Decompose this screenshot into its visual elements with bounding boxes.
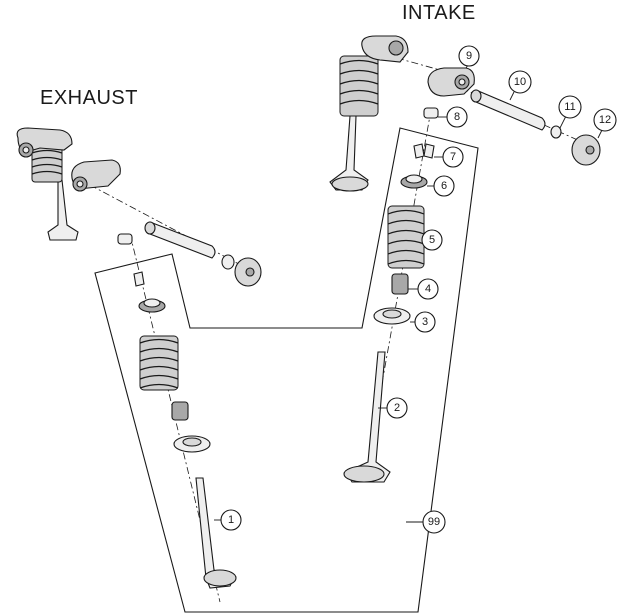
callout-11: 11 [558, 95, 582, 129]
exhaust-assembled-rocker-group [16, 127, 79, 241]
valve-kit-outline [94, 127, 479, 613]
svg-text:3: 3 [422, 316, 428, 328]
svg-text:9: 9 [466, 50, 472, 62]
svg-text:99: 99 [428, 516, 440, 528]
callout-8: 8 [438, 106, 468, 128]
svg-text:10: 10 [514, 76, 526, 88]
intake-valve-parts [343, 107, 439, 483]
callout-6: 6 [427, 175, 455, 197]
intake-rocker-arm [427, 67, 475, 97]
intake-rocker-shaft [470, 89, 601, 166]
exhaust-rocker-arm [71, 159, 121, 192]
callout-99: 99 [406, 510, 446, 534]
svg-text:11: 11 [564, 101, 575, 113]
axis-lines [89, 49, 601, 603]
svg-text:2: 2 [394, 402, 400, 414]
exhaust-valve-parts [117, 233, 237, 589]
svg-text:5: 5 [429, 234, 435, 246]
svg-text:12: 12 [599, 114, 611, 126]
callout-5: 5 [421, 229, 443, 251]
svg-text:8: 8 [454, 111, 460, 123]
callout-9: 9 [458, 45, 480, 69]
callout-12: 12 [593, 108, 617, 139]
svg-text:6: 6 [441, 180, 447, 192]
svg-text:4: 4 [425, 283, 431, 295]
intake-title: INTAKE [402, 2, 476, 24]
callout-1: 1 [214, 509, 242, 531]
callout-10: 10 [508, 70, 532, 101]
callout-7: 7 [434, 146, 464, 168]
intake-assembled-rocker-group [329, 35, 409, 192]
exhaust-rocker-shaft [144, 221, 262, 287]
svg-text:7: 7 [450, 151, 456, 163]
callout-3: 3 [410, 311, 436, 333]
svg-text:1: 1 [228, 514, 234, 526]
exhaust-title: EXHAUST [40, 87, 138, 109]
callout-4: 4 [408, 278, 439, 300]
callout-2: 2 [378, 397, 408, 419]
